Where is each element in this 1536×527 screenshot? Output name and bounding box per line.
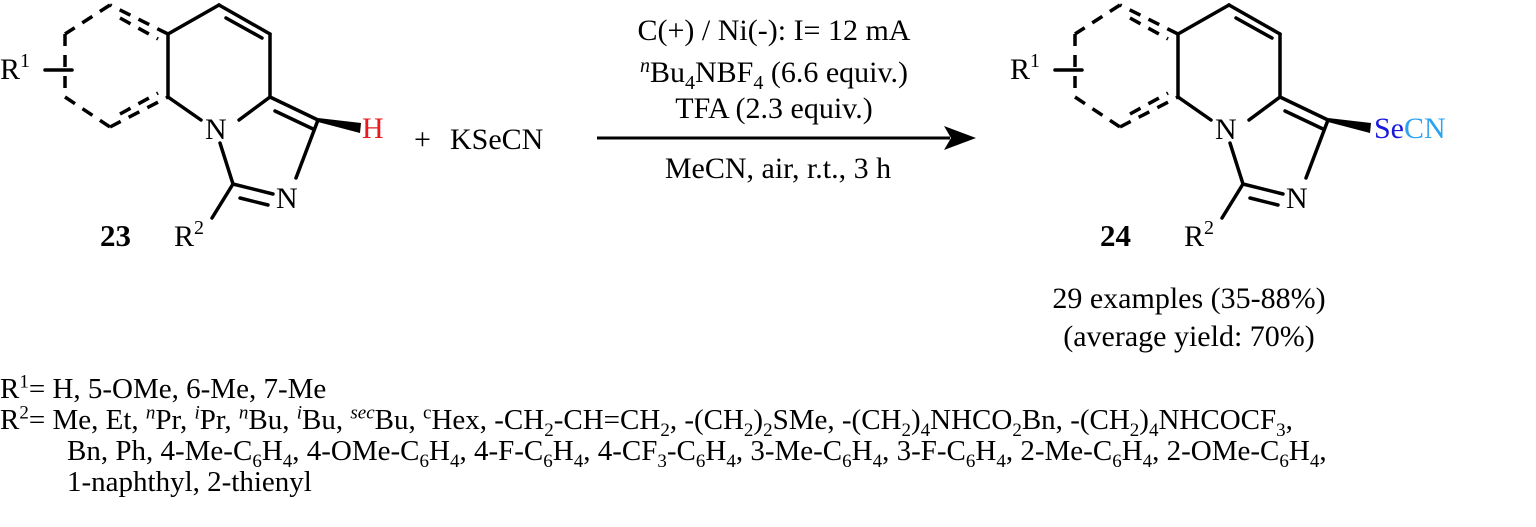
r2-definition-line-2: Bn, Ph, 4-Me-C6H4, 4-OMe-C6H4, 4-F-C6H4,…	[67, 435, 1327, 472]
reactant-r1-label: R1	[0, 50, 30, 86]
product-dashed-ring	[1073, 3, 1179, 129]
r2-definition-line-1: R2= Me, Et, nPr, iPr, nBu, iBu, secBu, c…	[0, 402, 1293, 441]
product-r1-label: R1	[1010, 50, 1040, 86]
product-cn-group: CN	[1404, 112, 1446, 145]
reaction-conditions: C(+) / Ni(-): I= 12 mA nBu4NBF4 (6.6 equ…	[597, 14, 976, 185]
conditions-electrodes: C(+) / Ni(-): I= 12 mA	[638, 14, 911, 47]
substituent-list: R1= H, 5-OMe, 6-Me, 7-Me R2= Me, Et, nPr…	[0, 371, 1536, 498]
conditions-acid: TFA (2.3 equiv.)	[675, 92, 872, 125]
conditions-electrolyte: nBu4NBF4 (6.6 equiv.)	[640, 55, 908, 94]
r1-definition: R1= H, 5-OMe, 6-Me, 7-Me	[0, 371, 327, 405]
conditions-solvent: MeCN, air, r.t., 3 h	[665, 152, 891, 185]
reactant-bonds	[43, 3, 361, 220]
product-compound-number: 24	[1100, 218, 1131, 253]
reactant-dashed-ring	[63, 3, 169, 129]
reagent-name: KSeCN	[450, 123, 543, 156]
product-structure: N N SeCN R1 R2 24	[1010, 3, 1446, 253]
reactant-r2-label: R2	[174, 217, 204, 253]
reactant-structure: N N H R1 R2 23	[0, 3, 384, 253]
reactant-imine-nitrogen: N	[276, 182, 298, 215]
product-imine-nitrogen: N	[1286, 182, 1308, 215]
average-yield: (average yield: 70%)	[1063, 320, 1315, 353]
reactant-wedge-bond	[318, 118, 361, 133]
plus-sign: +	[414, 123, 431, 156]
reactant-hydrogen-atom: H	[362, 112, 384, 145]
product-wedge-bond	[1328, 118, 1371, 133]
reactant-ring-nitrogen: N	[205, 113, 227, 146]
examples-summary: 29 examples (35-88%)	[1052, 282, 1325, 315]
product-se-atom: Se	[1374, 112, 1404, 145]
product-r2-label: R2	[1184, 217, 1214, 253]
reaction-arrow-head	[944, 126, 976, 150]
product-ring-nitrogen: N	[1215, 113, 1237, 146]
product-bonds	[1053, 3, 1371, 220]
product-selenocyanate-group: SeCN	[1374, 112, 1446, 145]
reactant-compound-number: 23	[100, 218, 131, 253]
r2-definition-line-3: 1-naphthyl, 2-thienyl	[67, 466, 312, 498]
